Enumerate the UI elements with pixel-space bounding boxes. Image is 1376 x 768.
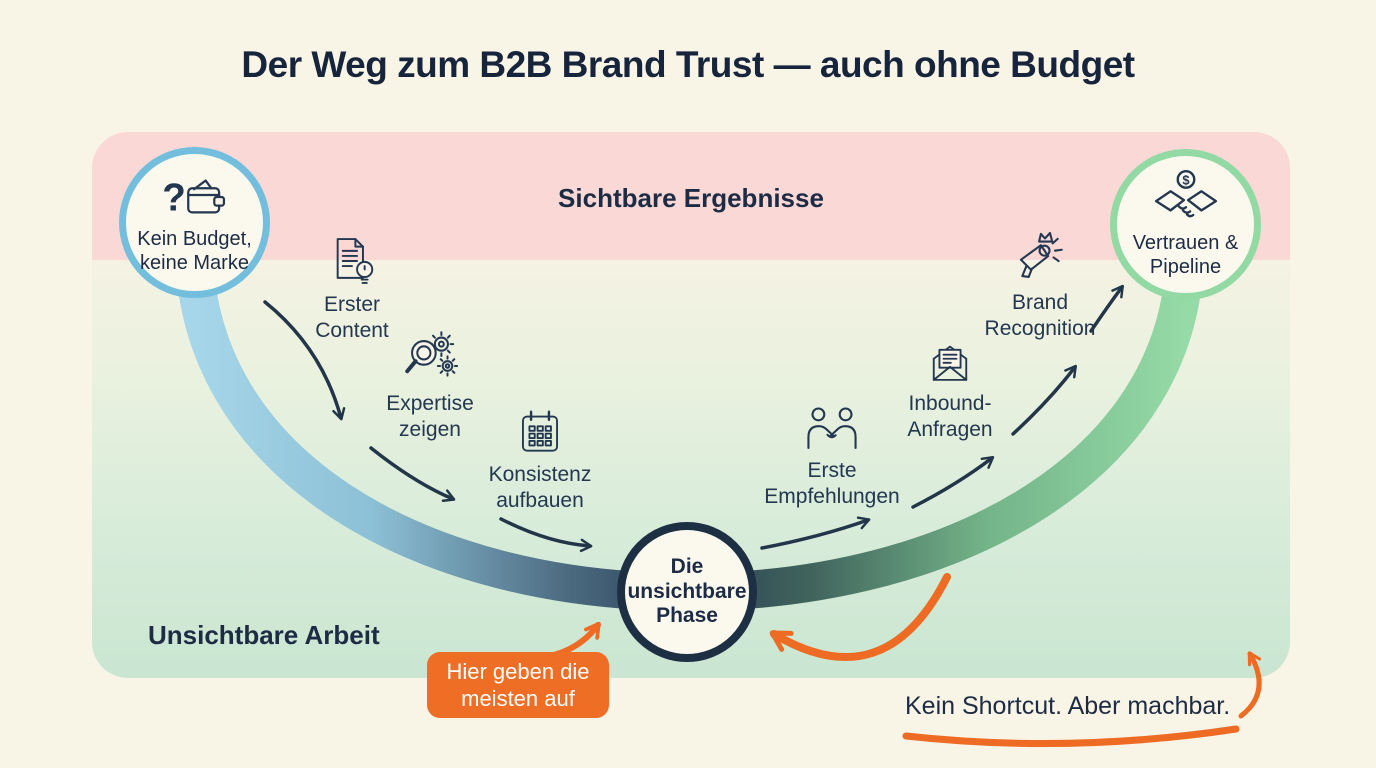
magnifier-gears-icon — [405, 331, 458, 377]
flow-arrow-2 — [369, 446, 456, 502]
flow-arrow-3 — [499, 517, 593, 553]
invisible-zone-label: Unsichtbare Arbeit — [148, 620, 380, 650]
step-konsistenz-aufbauen: Konsistenz aufbauen — [475, 406, 605, 513]
step-label: Erste Empfehlungen — [764, 459, 900, 508]
giveup-callout: Hier geben die meisten auf — [427, 652, 609, 718]
note-underline — [902, 725, 1240, 748]
document-lightbulb-icon — [336, 238, 374, 284]
step-label: Brand Recognition — [984, 291, 1096, 340]
flow-arrow-6 — [1011, 364, 1077, 436]
start-node-label: Kein Budget, keine Marke — [137, 228, 252, 274]
note-arrow — [1238, 651, 1262, 719]
flow-arrow-1 — [263, 300, 346, 421]
bottom-note: Kein Shortcut. Aber machbar. — [905, 692, 1231, 720]
flow-arrow-4 — [760, 516, 871, 550]
page-title: Der Weg zum B2B Brand Trust — auch ohne … — [241, 44, 1135, 85]
step-erste-empfehlungen: Erste Empfehlungen — [757, 402, 907, 509]
handshake-dollar-icon: $ — [1154, 170, 1217, 218]
flow-arrow-7 — [1089, 284, 1124, 333]
open-envelope-icon — [932, 345, 968, 381]
question-mark-glyph: ? — [162, 177, 186, 220]
visible-zone-label: Sichtbare Ergebnisse — [558, 183, 824, 213]
pressure-arrow — [769, 573, 951, 661]
center-node-label: Die unsichtbare Phase — [627, 554, 747, 628]
calendar-icon — [522, 410, 558, 452]
step-label: Erster Content — [315, 293, 389, 342]
end-node-label: Vertrauen & Pipeline — [1132, 232, 1239, 278]
visible-results-band — [92, 132, 1290, 260]
center-node: Die unsichtbare Phase — [617, 522, 757, 662]
start-node: ? Kein Budget, keine Marke — [119, 147, 270, 298]
end-node: $ Vertrauen & Pipeline — [1110, 149, 1261, 300]
megaphone-crown-icon — [1019, 231, 1063, 278]
dollar-glyph: $ — [1182, 173, 1189, 188]
step-label: Konsistenz aufbauen — [488, 463, 592, 512]
step-erster-content: Erster Content — [302, 234, 402, 343]
flow-arrows — [263, 284, 1124, 553]
step-inbound-anfragen: Inbound-Anfragen — [890, 337, 1010, 442]
wallet-question-icon: ? — [162, 177, 225, 220]
step-expertise-zeigen: Expertise zeigen — [375, 331, 485, 442]
flow-arrow-5 — [911, 456, 995, 509]
step-label: Inbound-Anfragen — [907, 392, 993, 441]
step-brand-recognition: Brand Recognition — [970, 228, 1110, 341]
people-handshake-icon — [807, 407, 857, 449]
step-label: Expertise zeigen — [386, 392, 474, 441]
